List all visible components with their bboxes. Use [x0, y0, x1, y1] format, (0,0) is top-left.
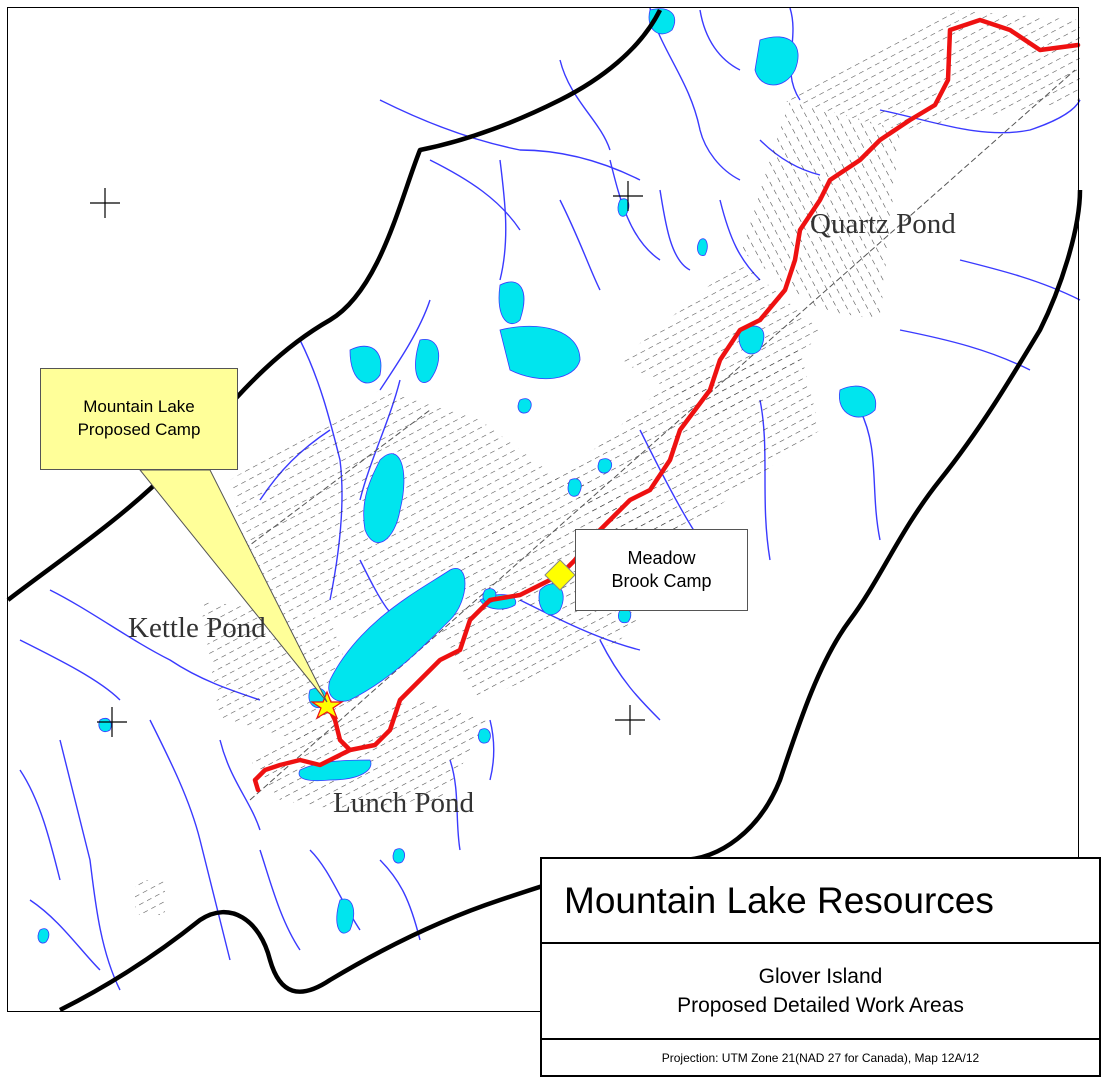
map-subtitle: Glover Island Proposed Detailed Work Are…	[542, 944, 1099, 1040]
meadow-brook-camp-marker[interactable]	[544, 559, 576, 591]
label-kettle-pond: Kettle Pond	[128, 612, 266, 644]
callout-line-2: Proposed Camp	[77, 420, 201, 439]
callout-line-1: Mountain Lake	[83, 397, 195, 417]
label-lunch-pond: Lunch Pond	[333, 787, 474, 819]
work-areas	[135, 10, 1080, 915]
map-title: Mountain Lake Resources	[542, 859, 1099, 944]
camp-label-line-1: Meadow	[627, 547, 696, 568]
water-bodies	[37, 8, 877, 944]
access-route	[252, 17, 1081, 793]
grid-crosses	[90, 181, 645, 737]
projection-note: Projection: UTM Zone 21(NAD 27 for Canad…	[661, 1050, 980, 1065]
survey-baseline	[229, 69, 1076, 801]
subtitle-line-2: Proposed Detailed Work Areas	[677, 994, 964, 1017]
mountain-lake-camp-star[interactable]	[310, 690, 344, 720]
meadow-brook-camp-label: Meadow Brook Camp	[575, 529, 748, 611]
subtitle-line-1: Glover Island	[758, 964, 883, 988]
label-quartz-pond: Quartz Pond	[810, 208, 956, 240]
callout-pointer	[138, 469, 328, 703]
mountain-lake-camp-callout: Mountain Lake Proposed Camp	[40, 368, 238, 470]
title-block: Mountain Lake Resources Glover Island Pr…	[540, 857, 1101, 1077]
camp-label-line-2: Brook Camp	[611, 571, 712, 591]
